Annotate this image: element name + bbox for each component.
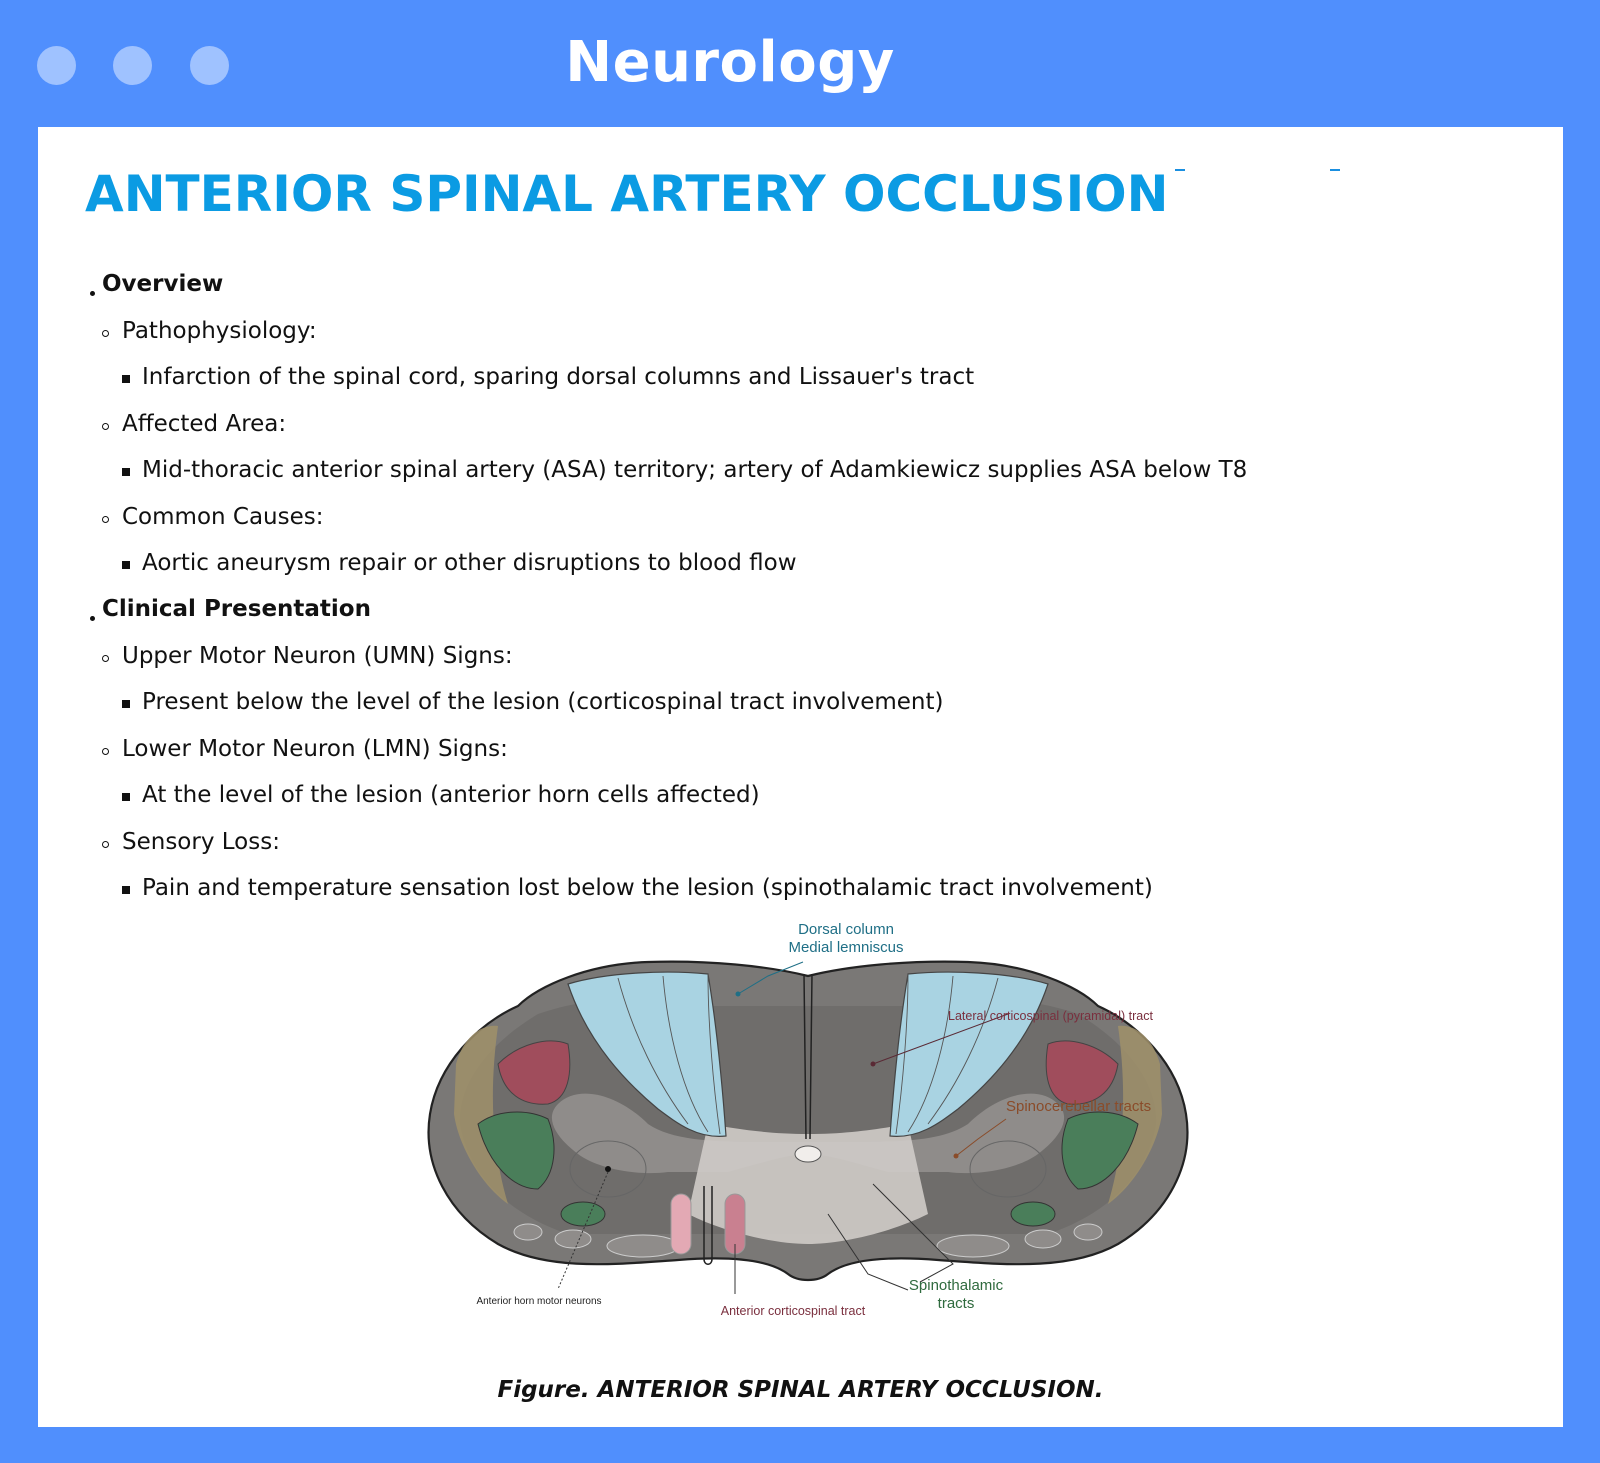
lateral-corticospinal-right [1045,1040,1119,1105]
circle-bullet-icon [102,516,109,523]
leader-line [557,1171,609,1290]
label-anterior-horn: Anterior horn motor neurons [476,1296,601,1307]
label-spinocerebellar: Spinocerebellar tracts [1006,1098,1151,1115]
leader-line [827,1213,909,1291]
label-dorsal-column: Dorsal column [798,921,894,938]
anterior-fiber [1073,1223,1103,1241]
outline-detail: Mid-thoracic anterior spinal artery (ASA… [142,457,1248,483]
section-heading: Clinical Presentation [102,596,371,622]
anterior-median-fissure [703,1186,713,1265]
dorsal-column-fibers-right [895,973,999,1135]
square-bullet-icon [122,468,130,476]
anterior-fiber [936,1234,1010,1258]
dorsal-column-left [567,971,727,1137]
bullet-icon [90,616,95,621]
circle-bullet-icon [102,423,109,430]
dorsal-column-fibers-left [617,973,721,1135]
window-close-button[interactable] [37,46,76,85]
anterior-corticospinal-left [670,1193,692,1255]
label-anterior-corticospinal: Anterior corticospinal tract [721,1304,866,1318]
spinothalamic-left [477,1111,555,1190]
spinothalamic-anterior-left [560,1201,606,1227]
anterior-horn-right [969,1140,1047,1198]
anterior-fiber [554,1229,592,1249]
label-spinothalamic: Spinothalamic [909,1277,1004,1294]
dorsal-column-right [889,971,1049,1137]
anterior-fiber [606,1234,680,1258]
circle-bullet-icon [102,655,109,662]
outline-detail: At the level of the lesion (anterior hor… [142,782,760,808]
spinothalamic-anterior-right [1010,1201,1056,1227]
window-title: Neurology [565,30,895,95]
outline-detail: Present below the level of the lesion (c… [142,689,944,715]
label-spinothalamic-2: tracts [938,1295,975,1312]
circle-bullet-icon [102,748,109,755]
leader-line [737,961,804,995]
square-bullet-icon [122,561,130,569]
leader-dot [735,991,741,997]
lateral-corticospinal-left [497,1040,571,1105]
window-titlebar: Neurology [0,0,1600,127]
document-title: ANTERIOR SPINAL ARTERY OCCLUSION [85,165,1169,223]
bullet-icon [90,291,95,296]
circle-bullet-icon [102,330,109,337]
outline-label: Pathophysiology: [122,318,317,344]
central-grey-region [688,1124,928,1244]
document-page: ANTERIOR SPINAL ARTERY OCCLUSION Overvie… [38,127,1563,1427]
square-bullet-icon [122,700,130,708]
outline-detail: Infarction of the spinal cord, sparing d… [142,364,975,390]
outline-label: Affected Area: [122,411,287,437]
square-bullet-icon [122,375,130,383]
leader-dot [953,1153,959,1159]
anterior-horn-left [569,1140,647,1198]
spinothalamic-right [1061,1111,1139,1190]
square-bullet-icon [122,793,130,801]
anterior-fiber [1024,1229,1062,1249]
decorative-dash [1175,169,1185,171]
label-lateral-corticospinal: Lateral corticospinal (pyramidal) tract [948,1009,1153,1023]
section-heading: Overview [102,271,224,297]
figure-caption: Figure. ANTERIOR SPINAL ARTERY OCCLUSION… [497,1377,1104,1403]
outline-label: Lower Motor Neuron (LMN) Signs: [122,736,508,762]
central-canal [794,1145,822,1163]
outline-label: Upper Motor Neuron (UMN) Signs: [122,643,513,669]
outline-label: Common Causes: [122,504,324,530]
leader-dot [870,1061,876,1067]
leader-line [955,1118,1007,1157]
anterior-horn-marker [605,1166,611,1172]
outline-detail: Aortic aneurysm repair or other disrupti… [142,550,797,576]
spinal-cord-cross-section-figure: Dorsal column Medial lemniscus Lateral c… [427,921,1189,1318]
decorative-dash [1330,169,1340,171]
dorsal-median-septum [803,973,813,1140]
circle-bullet-icon [102,841,109,848]
label-medial-lemniscus: Medial lemniscus [788,939,903,956]
leader-line [872,1183,954,1283]
anterior-fiber [513,1223,543,1241]
outline-label: Sensory Loss: [122,829,280,855]
grey-matter [551,1093,1065,1174]
square-bullet-icon [122,886,130,894]
outline-detail: Pain and temperature sensation lost belo… [142,875,1153,901]
leader-line [872,1013,1009,1065]
window-maximize-button[interactable] [190,46,229,85]
window-minimize-button[interactable] [113,46,152,85]
